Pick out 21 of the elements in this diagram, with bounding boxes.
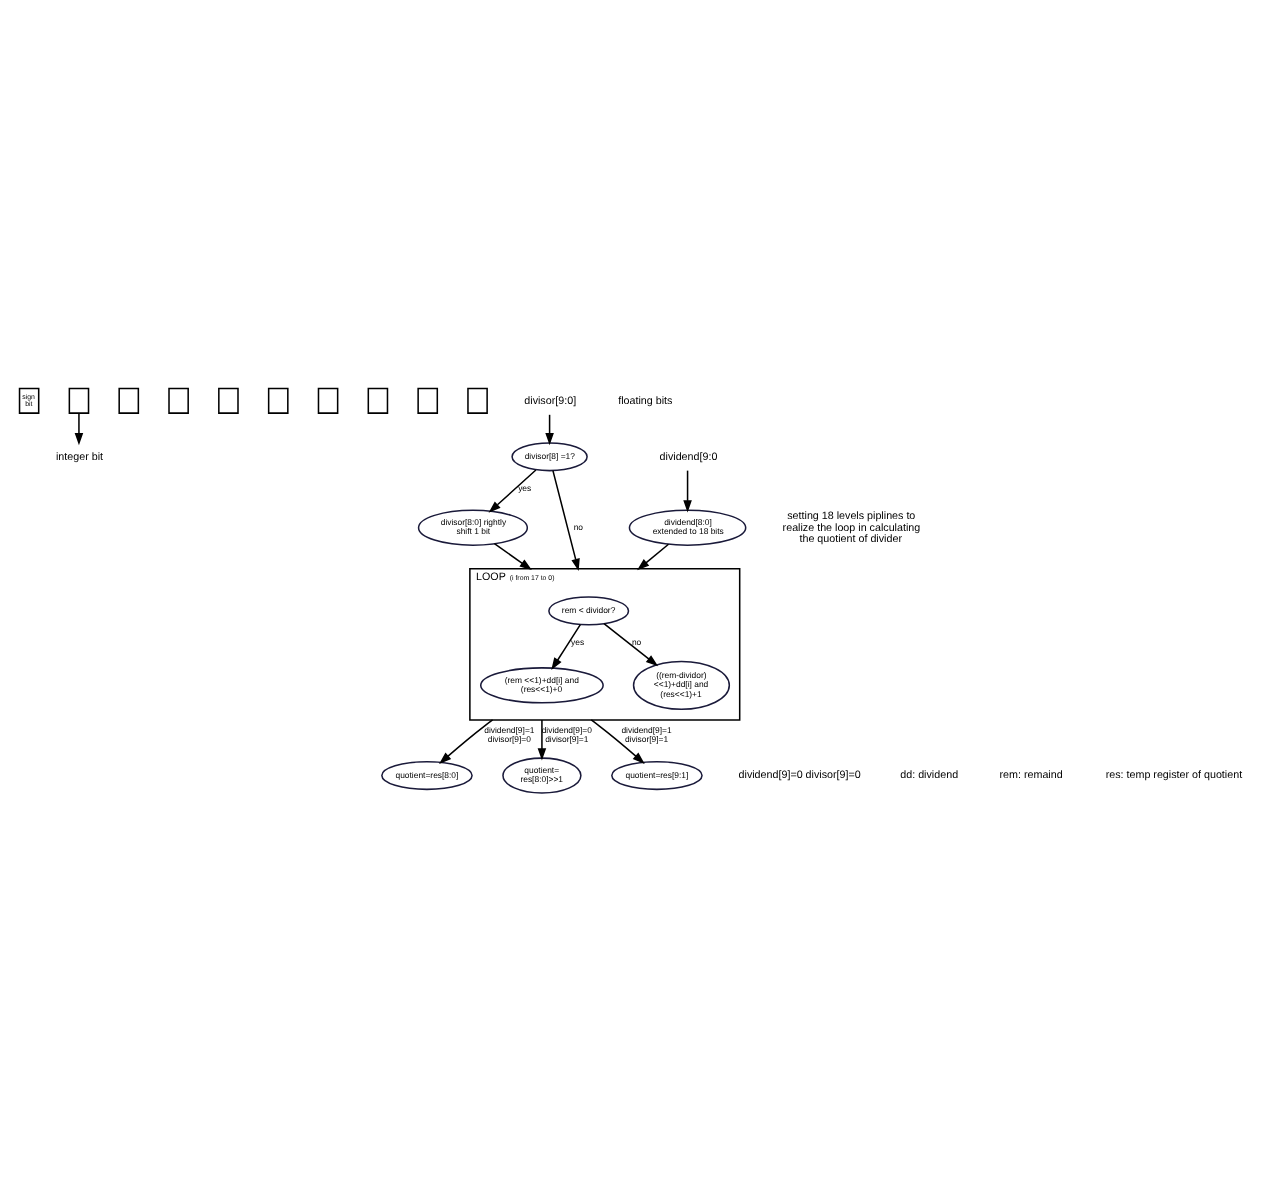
node-box	[267, 386, 289, 413]
arrow	[683, 468, 692, 512]
node-box	[168, 386, 189, 413]
node-box	[467, 386, 488, 413]
arrow	[493, 541, 532, 570]
arrow	[552, 468, 580, 570]
node-box	[417, 386, 439, 413]
node-box	[317, 386, 339, 413]
arrow	[637, 542, 670, 570]
node-box	[367, 386, 389, 413]
arrow	[603, 621, 659, 666]
arrow	[74, 411, 84, 445]
arrow	[439, 718, 494, 763]
arrow	[488, 468, 537, 512]
arrow	[551, 622, 582, 669]
node-box	[68, 386, 90, 413]
arrow	[545, 413, 554, 445]
arrow	[537, 718, 547, 760]
arrow	[590, 718, 645, 763]
node-box	[218, 386, 239, 413]
node-box	[118, 386, 140, 413]
